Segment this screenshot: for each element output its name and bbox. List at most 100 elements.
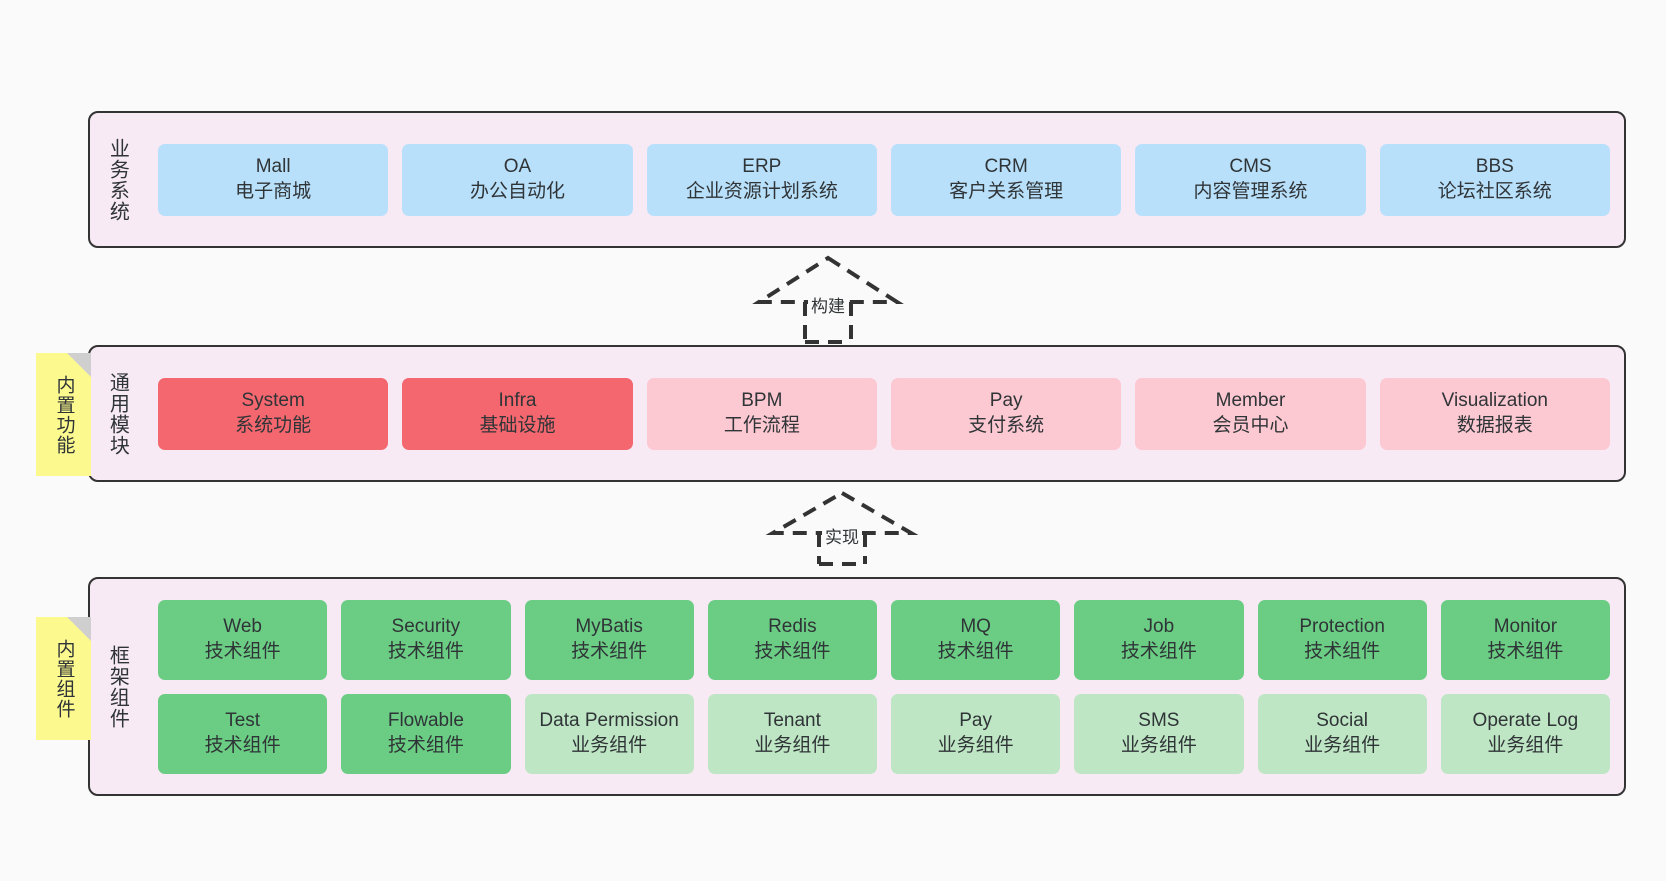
node-label-en: Protection [1299, 616, 1385, 638]
node-tenant[interactable]: Tenant 业务组件 [707, 693, 877, 774]
node-label-cn: 支付系统 [968, 414, 1045, 436]
node-label-cn: 技术组件 [387, 734, 464, 756]
note-builtin-features: 内置功能 [36, 353, 91, 476]
node-label-cn: 技术组件 [387, 640, 464, 662]
node-mybatis[interactable]: MyBatis 技术组件 [524, 599, 694, 680]
node-redis[interactable]: Redis 技术组件 [707, 599, 877, 680]
node-label-cn: 内容管理系统 [1193, 180, 1308, 202]
node-row: Test 技术组件 Flowable 技术组件 Data Permission … [158, 693, 1610, 774]
node-label-cn: 基础设施 [479, 414, 556, 436]
node-label-cn: 客户关系管理 [949, 180, 1064, 202]
node-label-en: Pay [959, 710, 992, 732]
node-flowable[interactable]: Flowable 技术组件 [341, 693, 511, 774]
node-security[interactable]: Security 技术组件 [341, 599, 511, 680]
node-label-cn: 技术组件 [1487, 640, 1564, 662]
node-label-en: CMS [1229, 156, 1272, 178]
node-label-en: ERP [742, 156, 782, 178]
node-label-cn: 业务组件 [1487, 734, 1564, 756]
node-crm[interactable]: CRM 客户关系管理 [890, 143, 1122, 216]
node-label-en: BPM [741, 390, 783, 412]
node-web[interactable]: Web 技术组件 [158, 599, 328, 680]
layer-title-framework: 框架组件 [106, 644, 129, 729]
node-label-cn: 业务组件 [571, 734, 648, 756]
node-infra[interactable]: Infra 基础设施 [402, 377, 633, 450]
node-label-en: Redis [768, 616, 817, 638]
layer-body-business: Mall 电子商城 OA 办公自动化 ERP 企业资源计划系统 CRM 客户关系… [144, 113, 1624, 246]
node-label-en: Mall [255, 156, 291, 178]
connector-implement: 实现 [765, 489, 919, 567]
node-label-en: Visualization [1441, 390, 1548, 412]
layer-business-systems: 业务系统 Mall 电子商城 OA 办公自动化 ERP 企业资源计划系统 CRM… [88, 111, 1626, 248]
node-bbs[interactable]: BBS 论坛社区系统 [1379, 143, 1610, 216]
node-erp[interactable]: ERP 企业资源计划系统 [646, 143, 877, 216]
layer-framework-components: 框架组件 Web 技术组件 Security 技术组件 MyBatis 技术组件… [88, 577, 1626, 796]
node-protection[interactable]: Protection 技术组件 [1257, 599, 1427, 680]
node-operate-log[interactable]: Operate Log 业务组件 [1440, 693, 1610, 774]
node-row: Web 技术组件 Security 技术组件 MyBatis 技术组件 Redi… [158, 599, 1610, 680]
node-mall[interactable]: Mall 电子商城 [158, 143, 389, 216]
node-system[interactable]: System 系统功能 [158, 377, 389, 450]
node-label-cn: 业务组件 [754, 734, 831, 756]
node-label-cn: 技术组件 [571, 640, 648, 662]
node-monitor[interactable]: Monitor 技术组件 [1440, 599, 1610, 680]
note-builtin-components: 内置组件 [36, 617, 91, 740]
connector-label-build: 构建 [808, 292, 848, 317]
node-label-cn: 技术组件 [937, 640, 1014, 662]
layer-body-common: System 系统功能 Infra 基础设施 BPM 工作流程 Pay 支付系统… [144, 347, 1624, 480]
node-label-en: Test [225, 710, 261, 732]
node-mq[interactable]: MQ 技术组件 [891, 599, 1061, 680]
node-label-en: SMS [1138, 710, 1180, 732]
node-label-cn: 办公自动化 [469, 180, 565, 202]
node-test[interactable]: Test 技术组件 [158, 693, 328, 774]
node-visualization[interactable]: Visualization 数据报表 [1379, 377, 1610, 450]
node-label-en: Tenant [763, 710, 821, 732]
layer-title-common: 通用模块 [106, 371, 129, 456]
node-oa[interactable]: OA 办公自动化 [402, 143, 633, 216]
node-label-cn: 业务组件 [1120, 734, 1197, 756]
node-bpm[interactable]: BPM 工作流程 [646, 377, 877, 450]
node-sms[interactable]: SMS 业务组件 [1074, 693, 1244, 774]
node-label-cn: 技术组件 [1304, 640, 1381, 662]
node-label-en: MQ [960, 616, 991, 638]
node-label-cn: 业务组件 [1304, 734, 1381, 756]
node-label-en: BBS [1475, 156, 1514, 178]
node-cms[interactable]: CMS 内容管理系统 [1135, 143, 1366, 216]
node-label-en: CRM [984, 156, 1028, 178]
connector-build: 构建 [752, 254, 904, 346]
node-pay-component[interactable]: Pay 业务组件 [891, 693, 1061, 774]
node-job[interactable]: Job 技术组件 [1074, 599, 1244, 680]
node-label-en: Social [1316, 710, 1368, 732]
node-member[interactable]: Member 会员中心 [1135, 377, 1366, 450]
node-label-en: OA [503, 156, 532, 178]
node-label-cn: 技术组件 [204, 734, 281, 756]
node-label-cn: 工作流程 [723, 414, 800, 436]
node-pay-module[interactable]: Pay 支付系统 [890, 377, 1122, 450]
node-label-en: Job [1143, 616, 1175, 638]
node-row: System 系统功能 Infra 基础设施 BPM 工作流程 Pay 支付系统… [158, 377, 1610, 450]
note-label: 内置功能 [53, 374, 75, 455]
node-label-cn: 技术组件 [754, 640, 831, 662]
node-label-cn: 电子商城 [235, 180, 312, 202]
node-label-cn: 企业资源计划系统 [685, 180, 838, 202]
node-label-en: Operate Log [1472, 710, 1579, 732]
node-label-cn: 论坛社区系统 [1437, 180, 1552, 202]
node-label-en: MyBatis [575, 616, 643, 638]
node-label-cn: 系统功能 [235, 414, 312, 436]
layer-common-modules: 通用模块 System 系统功能 Infra 基础设施 BPM 工作流程 Pay… [88, 345, 1626, 482]
node-data-permission[interactable]: Data Permission 业务组件 [524, 693, 694, 774]
node-row: Mall 电子商城 OA 办公自动化 ERP 企业资源计划系统 CRM 客户关系… [158, 143, 1610, 216]
node-label-en: System [241, 390, 305, 412]
layer-body-framework: Web 技术组件 Security 技术组件 MyBatis 技术组件 Redi… [144, 579, 1624, 794]
node-label-en: Data Permission [539, 710, 679, 732]
connector-label-implement: 实现 [822, 523, 862, 548]
node-label-cn: 技术组件 [204, 640, 281, 662]
node-label-cn: 会员中心 [1212, 414, 1289, 436]
node-social[interactable]: Social 业务组件 [1257, 693, 1427, 774]
node-label-cn: 技术组件 [1120, 640, 1197, 662]
node-label-en: Security [391, 616, 461, 638]
node-label-cn: 业务组件 [937, 734, 1014, 756]
node-label-en: Monitor [1493, 616, 1558, 638]
node-label-en: Member [1215, 390, 1286, 412]
note-label: 内置组件 [53, 638, 75, 719]
